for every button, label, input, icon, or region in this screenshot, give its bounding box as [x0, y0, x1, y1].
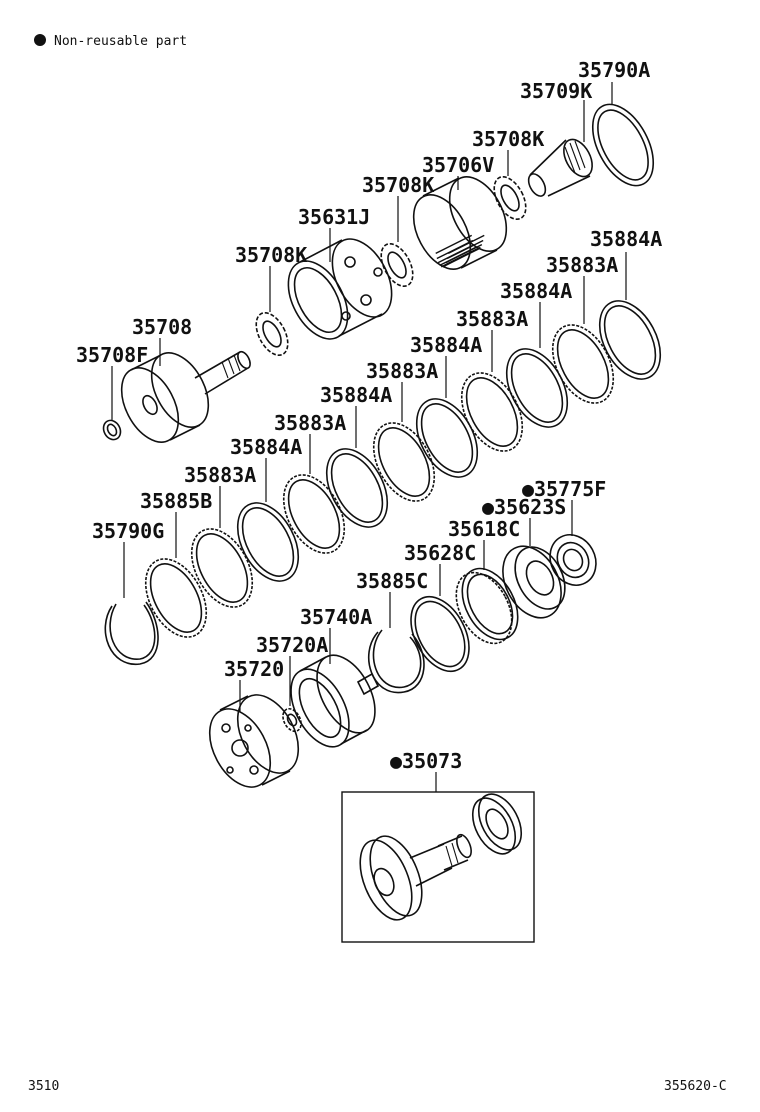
label-35885B: 35885B: [140, 489, 212, 513]
legend-text: Non-reusable part: [54, 34, 187, 49]
part-35884A-4[interactable]: 35884A: [314, 383, 399, 537]
label-35884A-1: 35884A: [590, 227, 662, 251]
label-35720A: 35720A: [256, 633, 328, 657]
label-35885C: 35885C: [356, 569, 428, 593]
part-35790G[interactable]: 35790G: [92, 519, 164, 665]
part-35884A-1[interactable]: 35884A: [587, 227, 672, 389]
part-35883A-4[interactable]: 35883A: [271, 411, 356, 563]
part-35884A-5[interactable]: 35884A: [225, 435, 310, 591]
label-35883A-1: 35883A: [546, 253, 618, 277]
drum-tooth: [446, 239, 484, 260]
part-35073[interactable]: ●35073: [341, 749, 535, 943]
label-35720: 35720: [224, 657, 284, 681]
label-35740A: 35740A: [300, 605, 372, 629]
part-35720A[interactable]: 35720A: [256, 633, 328, 734]
part-35883A-3[interactable]: 35883A: [361, 359, 446, 511]
label-35884A-4: 35884A: [320, 383, 392, 407]
part-35885B[interactable]: 35885B: [133, 489, 218, 647]
part-35708K-b[interactable]: 35708K: [362, 173, 434, 291]
label-35883A-5: 35883A: [184, 463, 256, 487]
assembly-box: [341, 791, 535, 943]
label-35708K-c: 35708K: [235, 243, 307, 267]
part-35708K-c[interactable]: 35708K: [235, 243, 307, 360]
label-35708F: 35708F: [76, 343, 148, 367]
part-35775F[interactable]: ●35775F: [522, 477, 606, 593]
part-35740A[interactable]: 35740A: [279, 605, 387, 756]
footer-right: 355620-C: [664, 1079, 727, 1094]
label-35883A-3: 35883A: [366, 359, 438, 383]
label-35883A-2: 35883A: [456, 307, 528, 331]
part-35883A-1[interactable]: 35883A: [540, 253, 625, 413]
label-35709K: 35709K: [520, 79, 592, 103]
part-35720[interactable]: 35720: [197, 657, 310, 797]
label-35884A-3: 35884A: [410, 333, 482, 357]
part-35708K-a[interactable]: 35708K: [472, 127, 544, 224]
part-35884A-2[interactable]: 35884A: [494, 279, 579, 437]
label-35628C: 35628C: [404, 541, 476, 565]
label-35790G: 35790G: [92, 519, 164, 543]
label-35883A-4: 35883A: [274, 411, 346, 435]
clutch-pack: 35884A 35883A 35884A 35883A 35884A: [92, 227, 672, 665]
label-35708K-a: 35708K: [472, 127, 544, 151]
label-35884A-5: 35884A: [230, 435, 302, 459]
part-35884A-3[interactable]: 35884A: [404, 333, 489, 487]
part-35623S[interactable]: ●35623S: [482, 495, 575, 628]
label-35706V: 35706V: [422, 153, 494, 177]
footer-left: 3510: [28, 1079, 59, 1094]
part-35709K[interactable]: 35709K: [520, 79, 598, 199]
part-35618C[interactable]: 35618C: [445, 517, 529, 653]
part-35883A-2[interactable]: 35883A: [449, 307, 534, 461]
part-35885C[interactable]: 35885C: [356, 569, 428, 694]
drum-tooth: [444, 246, 481, 267]
label-35775F: ●35775F: [522, 477, 606, 501]
part-35790A[interactable]: 35790A: [578, 58, 666, 196]
legend: Non-reusable part: [34, 34, 187, 49]
part-35706V[interactable]: 35706V: [402, 153, 518, 279]
part-35883A-5[interactable]: 35883A: [179, 463, 264, 617]
label-35073: ●35073: [390, 749, 462, 773]
drum-tooth: [447, 234, 485, 255]
label-35790A: 35790A: [578, 58, 650, 82]
part-35708[interactable]: 35708: [110, 315, 253, 452]
label-35884A-2: 35884A: [500, 279, 572, 303]
drum-tooth: [445, 243, 483, 264]
part-35628C[interactable]: 35628C: [399, 541, 481, 681]
non-reusable-bullet-icon: [34, 34, 46, 46]
label-35708K-b: 35708K: [362, 173, 434, 197]
drum-tooth: [435, 234, 473, 255]
label-35631J: 35631J: [298, 205, 370, 229]
label-35623S: ●35623S: [482, 495, 566, 519]
label-35708: 35708: [132, 315, 192, 339]
part-35708F[interactable]: 35708F: [76, 343, 148, 443]
label-35618C: 35618C: [448, 517, 520, 541]
part-35631J[interactable]: 35631J: [276, 205, 404, 349]
